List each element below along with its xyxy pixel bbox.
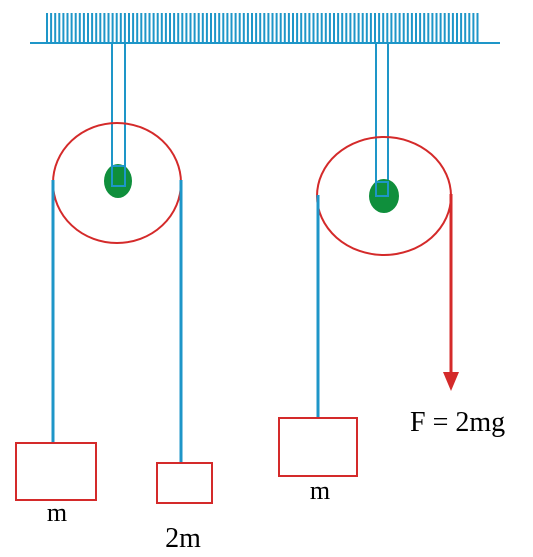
block-left-2m xyxy=(156,462,213,504)
label-right-m: m xyxy=(310,476,330,505)
block-left-m xyxy=(15,442,97,501)
force-arrow-head xyxy=(443,372,459,391)
ceiling-hatch-marks xyxy=(46,13,479,43)
block-right-m xyxy=(278,417,358,477)
label-left-m: m xyxy=(47,498,67,527)
ceiling-support xyxy=(30,13,500,44)
right-axle-pin xyxy=(375,181,389,197)
right-pulley-hanger xyxy=(375,43,389,197)
force-arrow xyxy=(443,194,459,391)
left-pulley-axle xyxy=(104,164,132,198)
label-force: F = 2mg xyxy=(410,407,505,438)
left-axle-pin xyxy=(111,165,126,187)
label-left-2m: 2m xyxy=(165,523,201,554)
